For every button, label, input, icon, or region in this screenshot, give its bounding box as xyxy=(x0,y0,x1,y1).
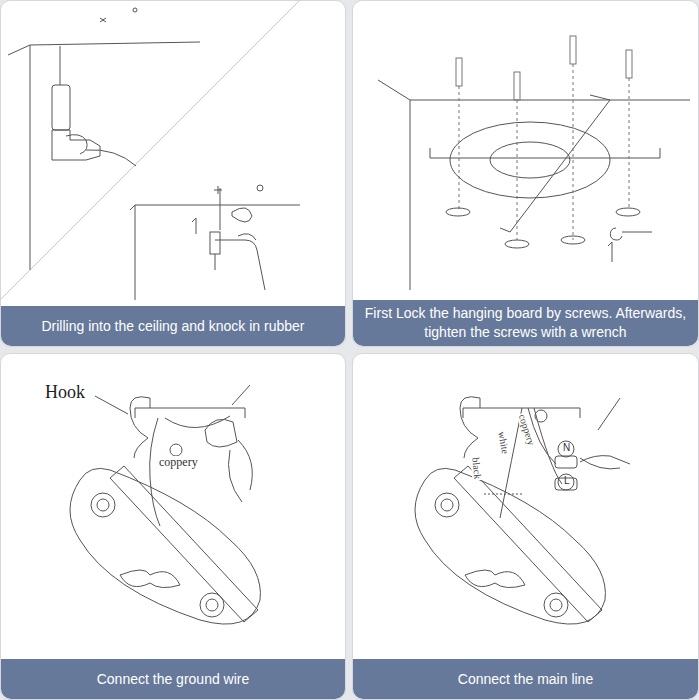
caption-band: Connect the ground wire xyxy=(1,659,345,699)
caption-text: Connect the main line xyxy=(458,670,593,689)
panel xyxy=(0,0,346,347)
caption-band: Connect the main line xyxy=(353,659,698,699)
ground-wire-figure xyxy=(70,385,260,624)
mounting-plate-figure xyxy=(378,36,690,290)
panel xyxy=(352,353,699,700)
wire-label: black xyxy=(470,456,482,481)
main-line-figure xyxy=(415,397,630,624)
panel xyxy=(352,0,699,347)
caption-text: Connect the ground wire xyxy=(97,670,250,689)
caption-band: Drilling into the ceiling and knock in r… xyxy=(1,306,345,346)
terminal-label: L xyxy=(563,476,571,486)
caption-band: First Lock the hanging board by screws. … xyxy=(353,300,698,346)
wire-label: coppery xyxy=(158,456,199,468)
caption-text: First Lock the hanging board by screws. … xyxy=(361,304,690,342)
part-label: Hook xyxy=(44,383,86,401)
panel xyxy=(0,353,346,700)
terminal-label: N xyxy=(562,443,571,453)
caption-text: Drilling into the ceiling and knock in r… xyxy=(41,317,304,336)
drilling-figure xyxy=(0,0,300,300)
